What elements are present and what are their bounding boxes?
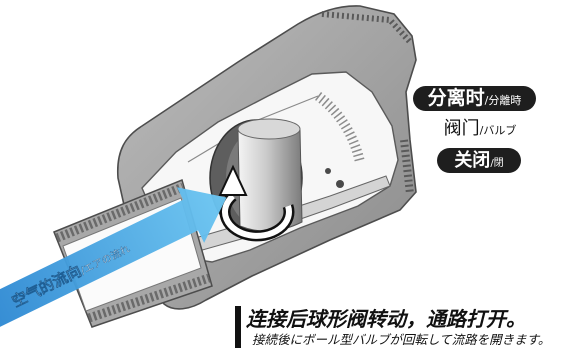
caption-bar	[235, 306, 241, 348]
label-valve: 阀门/バルブ	[432, 116, 528, 144]
caption-main: 连接后球形阀转动，通路打开。	[246, 307, 526, 331]
label-separated-sub: /分離時	[484, 94, 522, 107]
label-closed: 关闭/閉	[437, 148, 521, 173]
air-flow-arrow	[0, 187, 227, 333]
flange-teeth-side	[400, 139, 414, 195]
flow-arrow-icon: 空气的流向/エアの流れ	[0, 187, 227, 333]
label-separated: 分离时/分離時	[413, 86, 536, 111]
label-valve-main: 阀门	[443, 118, 480, 139]
o-ring	[325, 168, 331, 174]
label-valve-sub: /バルブ	[479, 124, 517, 137]
caption-sub: 接続後にボール型バルブが回転して流路を開きます。	[252, 332, 551, 347]
label-separated-main: 分离时	[427, 87, 485, 109]
o-ring	[336, 180, 344, 188]
label-closed-sub: /閉	[490, 158, 504, 169]
label-closed-main: 关闭	[454, 150, 491, 171]
ball-bore-cap	[237, 118, 301, 140]
pipe-threads-bottom	[87, 273, 211, 323]
rotation-arrow-icon	[218, 164, 295, 242]
